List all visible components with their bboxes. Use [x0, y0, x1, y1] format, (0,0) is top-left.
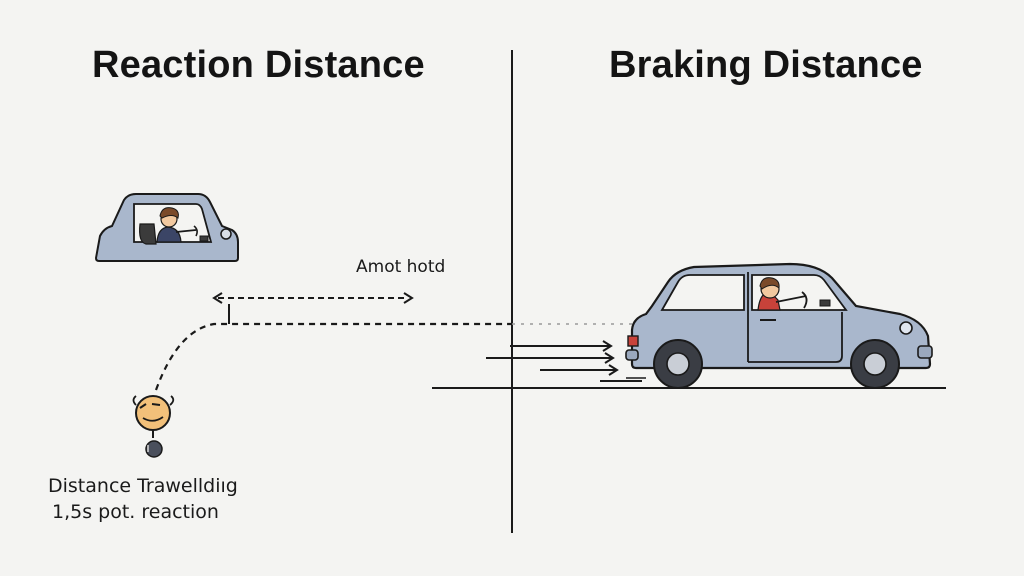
braking-distance-title: Braking Distance	[609, 44, 923, 86]
reaction-span-arrow	[212, 292, 414, 304]
reaction-distance-title: Reaction Distance	[92, 44, 425, 86]
braking-car-icon	[625, 262, 933, 389]
arrow-annotation-label: Amot hotd	[356, 257, 446, 277]
reaction-path-line	[154, 322, 512, 391]
small-car-icon	[94, 193, 239, 262]
caption-line-1: Distance Trawelldiıg	[48, 475, 238, 497]
caption-line-2: 1,5s pot. reaction	[52, 501, 219, 523]
reaction-timer-icon	[132, 395, 175, 458]
motion-arrows	[486, 340, 646, 382]
